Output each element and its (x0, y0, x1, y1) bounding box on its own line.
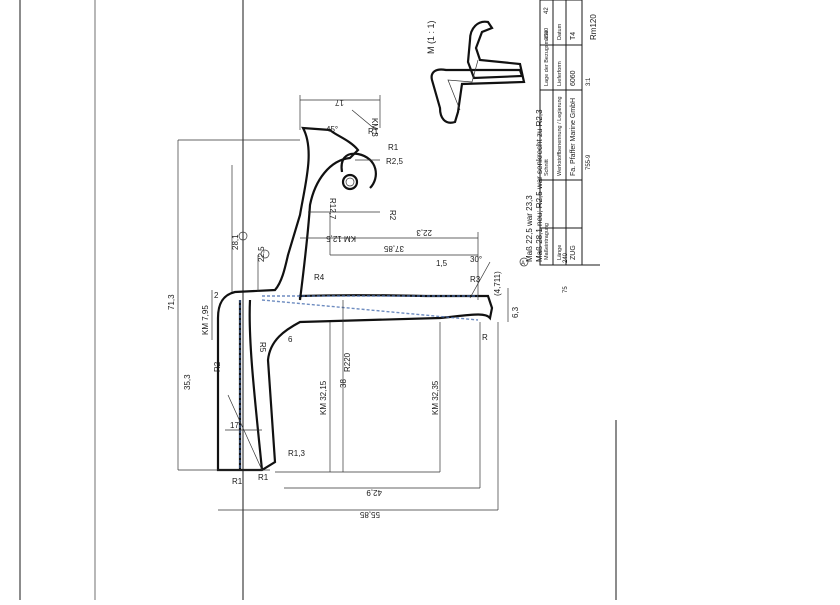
dim-r3: R3 (470, 275, 481, 284)
tb-scale-val: 3:1 (586, 77, 592, 86)
scale-label: M (1 : 1) (426, 20, 436, 54)
tb-alloy: 6060 (570, 70, 577, 86)
dim-r1-3: R1,3 (288, 449, 305, 458)
dimension-lines (177, 95, 509, 511)
dim-35-3: 35,3 (183, 374, 192, 390)
tb-row-c: ZUG (570, 245, 577, 260)
dim-r12-7: R12,7 (328, 198, 337, 220)
dim-42-9: 42,9 (366, 488, 382, 497)
tb-row-b: Länge (557, 245, 563, 260)
tb-rm: Rm120 (589, 14, 598, 40)
dim-1-5: 1,5 (436, 259, 448, 268)
dim-2-left: 2 (214, 291, 219, 300)
tb-col-label-1: Schnitt (544, 159, 550, 176)
scale-sketch: M (1 : 1) (426, 20, 526, 124)
tb-code: 755-9 (586, 154, 592, 170)
dim-6: 6 (288, 335, 293, 344)
dim-22-5: 22,5 (257, 246, 266, 262)
dim-r1-d: R1 (258, 473, 269, 482)
tb-col-label-2: Lage der Bezugsmaße (544, 30, 550, 86)
tb-temper: T4 (570, 32, 577, 40)
dim-r220: R220 (343, 352, 352, 372)
dim-r2: R2 (388, 210, 397, 221)
dim-km3: KM 3 (370, 118, 379, 137)
tb-col-label-4: Lieferform (557, 61, 563, 86)
dim-71-3: 71,3 (167, 294, 176, 310)
tb-length-val: 240 (563, 252, 569, 263)
tb-misc2: Datum (557, 23, 563, 40)
tb-misc1: 2500 (544, 28, 550, 40)
dim-r1-top: R1 (368, 127, 379, 136)
dim-17-top: 17 (335, 98, 344, 107)
dim-17-bottom: 17 (230, 421, 239, 430)
dim-r5: R5 (258, 342, 267, 353)
dim-r2-left: R2 (213, 361, 222, 372)
section-markers (238, 177, 355, 259)
profile-blue-trace (239, 295, 479, 470)
tb-company: Fa. Pfaffer Marine GmbH (570, 98, 577, 176)
dim-6-3: 6,3 (511, 306, 520, 318)
dim-km12-5: KM 12,5 (326, 234, 356, 243)
dim-r2-5: R2,5 (386, 157, 403, 166)
dim-55-85: 55,85 (359, 510, 380, 519)
tb-row-a: Maßeintragung (544, 223, 550, 260)
note-marker: A (521, 261, 525, 267)
title-block: Maßeintragung Schnitt Lage der Bezugsmaß… (539, 0, 600, 293)
dim-28-1: 28,1 (231, 234, 240, 250)
dim-km7-95: KM 7,95 (201, 305, 210, 335)
dimension-labels: 17 45° KM 3 R1 R1 R2,5 R2 28,1 22,5 R12,… (167, 98, 520, 519)
note-line-1: Maß 22,5 war 23,3 (525, 195, 534, 262)
dim-angle-45: 45° (326, 125, 338, 134)
tb-weight-val: 75 (563, 286, 569, 293)
dim-r4: R4 (314, 273, 325, 282)
profile-outline (216, 126, 494, 472)
dim-37-85: 37,85 (383, 244, 404, 253)
tb-drawing-no: 42 (544, 7, 550, 14)
dim-r1-b: R1 (388, 143, 399, 152)
dim-22-3: 22,3 (416, 228, 432, 237)
note-marker-circle (519, 257, 529, 267)
dim-r1-c: R1 (232, 477, 243, 486)
dim-4-711: (4,711) (493, 271, 502, 296)
dim-km32-15: KM 32,15 (319, 380, 328, 415)
dim-km32-35: KM 32,35 (431, 380, 440, 415)
dim-r-right: R (482, 333, 488, 342)
tb-col-label-3: Werkstoffbenennung / Legierung (557, 96, 563, 176)
dim-angle-30: 30° (470, 255, 482, 264)
dim-38: 38 (339, 379, 348, 388)
